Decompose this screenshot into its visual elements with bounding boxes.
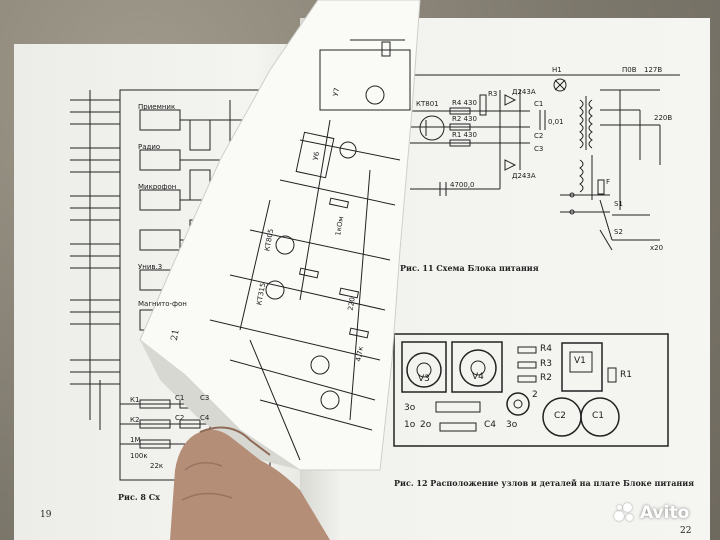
schematic-label: 4700,0 [450,181,475,189]
schematic-label: R2 430 [452,115,477,123]
board-label: R3 [540,359,552,369]
board-label: 2о [420,420,432,430]
right-page-number: 22 [680,526,692,536]
left-label: 100к [130,452,148,460]
schematic-label: С2 [534,132,544,140]
left-label: С2 [175,414,185,422]
schematic-label: S2 [614,228,623,236]
board-label: V4 [472,372,484,382]
board-label: R2 [540,373,552,383]
right-schematic [410,74,680,251]
schematic-label: R3 [488,90,498,98]
schematic-caption: Рис. 11 Схема Блока питания [400,263,539,273]
schematic-label: х20 [650,244,664,252]
left-figure-caption: Рис. 8 Сх [118,492,160,502]
schematic-label: Д243А [512,88,536,96]
board-layout [393,333,669,447]
board-label: V3 [418,374,430,384]
board-label: 3о [404,403,416,413]
schematic-label: S1 [614,200,623,208]
avito-brand-text: Avito [640,503,690,523]
left-label: 22к [150,462,164,470]
left-label: С3 [200,394,210,402]
schematic-label: Н1 [552,66,562,74]
folded-label: У6 [311,151,322,161]
left-page-number: 19 [40,510,52,520]
left-label: Микрофон [138,183,177,191]
schematic-label: Д243А [512,172,536,180]
left-label: Унив.3 [138,263,163,271]
schematic-label: R4 430 [452,99,477,107]
board-label: 3о [506,420,518,430]
layout-caption: Рис. 12 Расположение узлов и деталей на … [394,478,695,488]
left-label: С4 [200,414,210,422]
left-label: К2 [130,416,140,424]
board-label: С1 [592,411,605,421]
folded-page-number: 21 [169,328,182,342]
schematic-label: 0,01 [548,118,564,126]
board-label: R1 [620,370,632,380]
avito-logo-icon [614,503,636,523]
board-label: С2 [554,411,567,421]
hand [170,426,330,540]
schematic-label: П0В [622,66,637,74]
folded-label: У7 [331,87,342,97]
left-label: К1 [130,396,140,404]
board-label: 2 [532,390,538,400]
schematic-label: С3 [534,145,544,153]
left-label: Радио [138,143,161,151]
left-label: 1М [130,436,141,444]
board-label: R4 [540,344,552,354]
avito-watermark: Avito [614,500,714,526]
left-label: Приемник [138,103,176,111]
board-label: С4 [484,420,497,430]
left-label: С1 [175,394,185,402]
schematic-label: F [606,178,611,186]
schematic-label: 127В [644,66,663,74]
schematic-label: 220В [654,114,673,122]
schematic-label: С1 [534,100,544,108]
schematic-label: КТ801 [416,100,439,108]
schematic-label: R1 430 [452,131,477,139]
left-label: Магнито-фон [138,300,187,308]
folded-schematic [209,39,411,461]
board-label: 1о [404,420,416,430]
board-label: V1 [574,356,586,366]
